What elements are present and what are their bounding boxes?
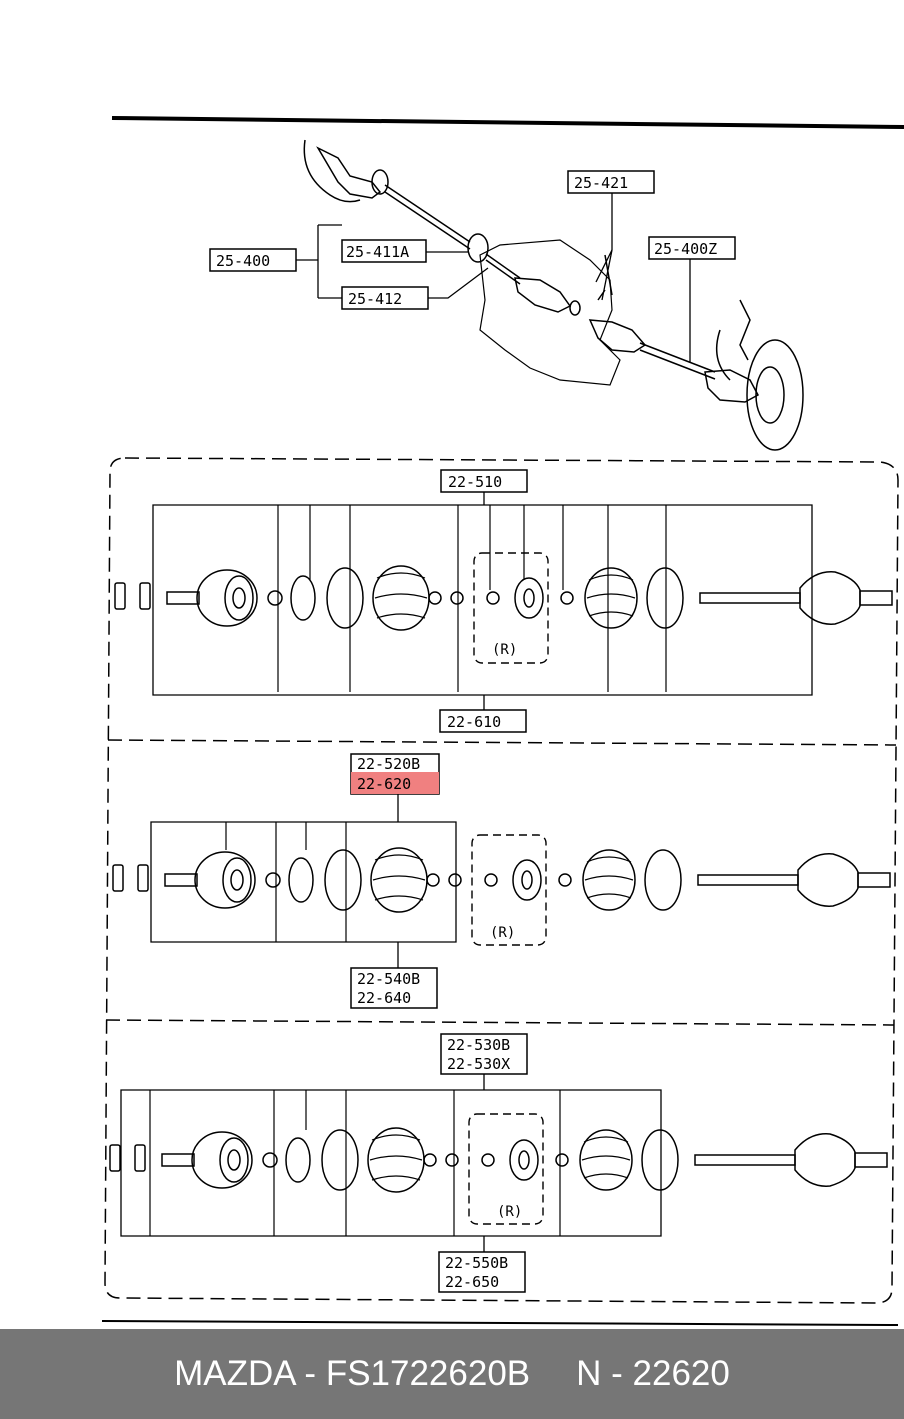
reference-number: N - 22620 bbox=[576, 1354, 730, 1393]
shaft-overview bbox=[303, 139, 804, 451]
highlight-22-620 bbox=[351, 772, 439, 794]
label-22-540b: 22-540B bbox=[357, 970, 420, 988]
label-22-530x: 22-530X bbox=[447, 1055, 510, 1073]
section-2: 22-520B 22-620 (R) 22-540B 22-640 bbox=[112, 753, 891, 1009]
label-22-640: 22-640 bbox=[357, 989, 411, 1007]
label-25-421: 25-421 bbox=[574, 174, 628, 192]
label-22-550b: 22-550B bbox=[445, 1254, 508, 1272]
label-25-411a: 25-411A bbox=[346, 243, 409, 261]
label-r-1: (R) bbox=[492, 642, 517, 658]
label-22-530b: 22-530B bbox=[447, 1036, 510, 1054]
label-r-2: (R) bbox=[490, 925, 515, 941]
label-22-510: 22-510 bbox=[448, 473, 502, 491]
parts-diagram: 25-400 25-411A 25-412 25-421 25-400Z 22-… bbox=[101, 116, 904, 1326]
label-22-610: 22-610 bbox=[447, 713, 501, 731]
label-22-520b: 22-520B bbox=[357, 755, 420, 773]
label-22-620: 22-620 bbox=[357, 775, 411, 793]
footer-bar: MAZDA - FS1722620B N - 22620 bbox=[0, 1329, 904, 1419]
section-3: 22-530B 22-530X (R) 22-550B 22-650 bbox=[109, 1033, 888, 1293]
label-r-3: (R) bbox=[497, 1204, 522, 1220]
label-25-400: 25-400 bbox=[216, 252, 270, 270]
section-1: 22-510 (R) 22-610 bbox=[114, 469, 893, 733]
brand-part-number: MAZDA - FS1722620B bbox=[174, 1354, 531, 1393]
label-22-650: 22-650 bbox=[445, 1273, 499, 1291]
label-25-400z: 25-400Z bbox=[654, 240, 717, 258]
label-25-412: 25-412 bbox=[348, 290, 402, 308]
